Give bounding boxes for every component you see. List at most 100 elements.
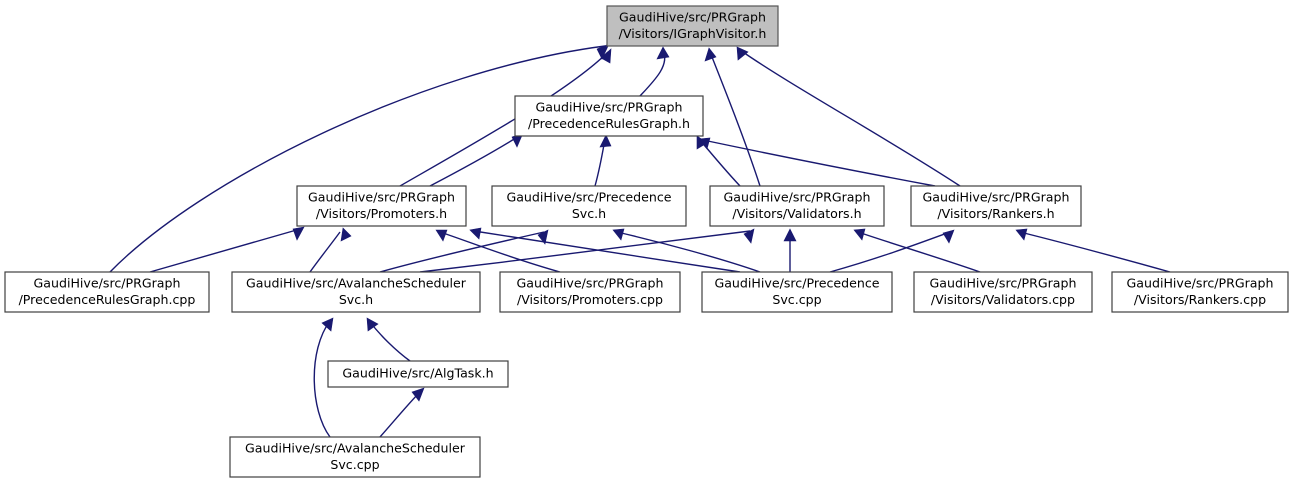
- node-box[interactable]: [910, 185, 1082, 227]
- edge-line: [379, 231, 545, 273]
- dependency-edge: [313, 317, 334, 438]
- graph-node-precedencerulesgraph-cpp[interactable]: GaudiHive/src/PRGraph/PrecedenceRulesGra…: [4, 271, 210, 313]
- node-label-line: GaudiHive/src/Precedence: [506, 189, 671, 204]
- arrowhead-icon: [469, 227, 482, 240]
- edge-line: [369, 321, 411, 362]
- arrowhead-icon: [599, 134, 612, 148]
- node-label-line: GaudiHive/src/Precedence: [714, 275, 879, 290]
- graph-node-promoters-h[interactable]: GaudiHive/src/PRGraph/Visitors/Promoters…: [296, 185, 467, 227]
- arrowhead-icon: [1015, 228, 1028, 241]
- node-box[interactable]: [231, 271, 481, 313]
- edge-layer: [109, 43, 1171, 438]
- arrowhead-icon: [612, 228, 625, 241]
- dependency-edge: [379, 387, 425, 438]
- node-label-line: GaudiHive/src/PRGraph: [1127, 275, 1274, 290]
- arrowhead-icon: [942, 229, 955, 244]
- node-label-line: /PrecedenceRulesGraph.h: [528, 116, 690, 131]
- edge-line: [109, 45, 606, 273]
- node-box[interactable]: [229, 436, 481, 478]
- node-box[interactable]: [701, 271, 893, 313]
- dependency-edge: [469, 227, 741, 273]
- arrowhead-icon: [736, 46, 749, 61]
- node-box[interactable]: [913, 271, 1093, 313]
- node-label-line: GaudiHive/src/PRGraph: [923, 189, 1070, 204]
- graph-node-algtask-h[interactable]: GaudiHive/src/AlgTask.h: [327, 360, 509, 388]
- edge-line: [616, 231, 761, 273]
- dependency-edge: [829, 229, 955, 273]
- node-label-line: /Visitors/Rankers.h: [937, 206, 1054, 221]
- graph-node-rankers-h[interactable]: GaudiHive/src/PRGraph/Visitors/Rankers.h: [910, 185, 1082, 227]
- edge-line: [739, 49, 961, 187]
- arrowhead-icon: [321, 317, 334, 332]
- edge-line: [1019, 231, 1171, 273]
- dependency-edge: [429, 132, 524, 187]
- graph-node-promoters-cpp[interactable]: GaudiHive/src/PRGraph/Visitors/Promoters…: [499, 271, 681, 313]
- node-label-line: /Visitors/IGraphVisitor.h: [619, 26, 767, 41]
- node-label-line: Svc.h: [572, 206, 606, 221]
- node-label-line: GaudiHive/src/AvalancheScheduler: [246, 275, 467, 290]
- node-label-line: GaudiHive/src/PRGraph: [724, 189, 871, 204]
- dependency-edge: [366, 317, 411, 362]
- dependency-edge: [379, 229, 549, 273]
- dependency-edge: [698, 137, 936, 187]
- node-box[interactable]: [606, 5, 779, 47]
- graph-node-igraphvisitor-h[interactable]: GaudiHive/src/PRGraph/Visitors/IGraphVis…: [606, 5, 779, 47]
- arrowhead-icon: [853, 228, 866, 241]
- arrowhead-icon: [411, 387, 425, 402]
- arrowhead-icon: [596, 43, 610, 60]
- node-label-line: Svc.h: [339, 292, 373, 307]
- graph-node-precedencerulesgraph-h[interactable]: GaudiHive/src/PRGraph/PrecedenceRulesGra…: [514, 95, 704, 137]
- node-box[interactable]: [4, 271, 210, 313]
- dependency-edge: [419, 228, 755, 273]
- graph-node-rankers-cpp[interactable]: GaudiHive/src/PRGraph/Visitors/Rankers.c…: [1111, 271, 1289, 313]
- node-label-line: GaudiHive/src/PRGraph: [308, 189, 455, 204]
- dependency-edge: [149, 226, 305, 273]
- arrowhead-icon: [537, 229, 549, 245]
- node-box[interactable]: [491, 185, 687, 227]
- dependency-edge: [1015, 228, 1171, 273]
- node-label-line: GaudiHive/src/PRGraph: [517, 275, 664, 290]
- arrowhead-icon: [340, 227, 352, 242]
- dependency-edge: [704, 47, 761, 187]
- dependency-edge: [109, 43, 610, 273]
- node-label-line: Svc.cpp: [330, 457, 379, 472]
- node-label-line: Svc.cpp: [772, 292, 821, 307]
- edge-line: [439, 231, 561, 273]
- node-label-line: GaudiHive/src/PRGraph: [34, 275, 181, 290]
- edge-line: [309, 231, 341, 273]
- dependency-edge: [309, 227, 352, 273]
- edge-line: [709, 51, 761, 187]
- arrowhead-icon: [366, 317, 379, 332]
- node-box[interactable]: [296, 185, 467, 227]
- node-box[interactable]: [514, 95, 704, 137]
- dependency-edge: [853, 228, 981, 273]
- arrowhead-icon: [656, 46, 670, 60]
- graph-node-validators-cpp[interactable]: GaudiHive/src/PRGraph/Visitors/Validator…: [913, 271, 1093, 313]
- arrowhead-icon: [783, 228, 797, 242]
- edge-line: [429, 135, 520, 187]
- edge-line: [379, 391, 421, 438]
- node-label-line: /Visitors/Validators.cpp: [931, 292, 1075, 307]
- arrowhead-icon: [435, 229, 448, 242]
- arrowhead-icon: [600, 48, 612, 64]
- edge-line: [702, 139, 936, 187]
- node-label-line: /Visitors/Promoters.h: [316, 206, 447, 221]
- node-box[interactable]: [1111, 271, 1289, 313]
- dependency-edge: [736, 46, 961, 187]
- node-box[interactable]: [327, 360, 509, 388]
- dependency-edge: [783, 228, 797, 273]
- graph-node-validators-h[interactable]: GaudiHive/src/PRGraph/Visitors/Validator…: [709, 185, 885, 227]
- edge-line: [149, 228, 301, 273]
- dependency-edge: [612, 228, 761, 273]
- dependency-edge: [594, 134, 612, 187]
- node-label-line: /Visitors/Validators.h: [732, 206, 861, 221]
- node-box[interactable]: [709, 185, 885, 227]
- node-box[interactable]: [499, 271, 681, 313]
- node-label-line: GaudiHive/src/AlgTask.h: [342, 366, 493, 381]
